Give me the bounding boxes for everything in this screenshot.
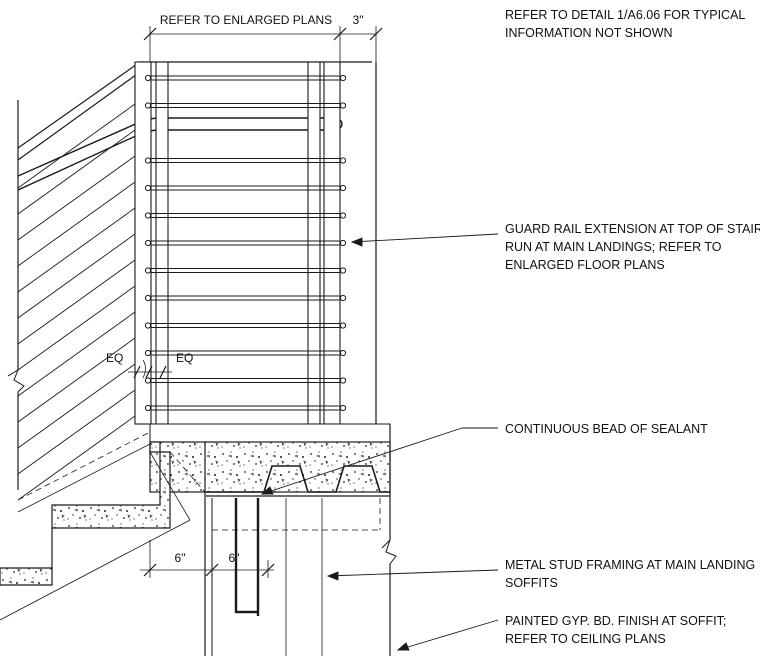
note-metal-stud-framing: METAL STUD FRAMING AT MAIN LANDING SOFFI… (505, 556, 755, 592)
note-guard-rail-extension: GUARD RAIL EXTENSION AT TOP OF STAIR RUN… (505, 220, 760, 274)
note-sealant: CONTINUOUS BEAD OF SEALANT (505, 420, 708, 438)
cable-fitting (339, 157, 347, 164)
leader-lines (260, 233, 499, 651)
note-line: RUN AT MAIN LANDINGS; REFER TO (505, 240, 722, 254)
note-line: PAINTED GYP. BD. FINISH AT SOFFIT; (505, 614, 727, 628)
cable-fitting (144, 74, 152, 82)
note-line: ENLARGED FLOOR PLANS (505, 258, 665, 272)
note-gyp-bd-finish: PAINTED GYP. BD. FINISH AT SOFFIT; REFER… (505, 612, 726, 648)
dim-eq-left-label: EQ (106, 351, 123, 365)
cable-fitting (144, 267, 152, 274)
cable-fitting (144, 102, 152, 109)
guard-rail-cables (144, 74, 347, 412)
cable-fitting (144, 212, 152, 219)
cable-fitting (144, 157, 152, 164)
cable-fitting (339, 212, 347, 219)
cable-fitting (144, 184, 152, 192)
note-line: CONTINUOUS BEAD OF SEALANT (505, 422, 708, 436)
dim-top-span-label: REFER TO ENLARGED PLANS (160, 13, 332, 27)
landing-slab (149, 423, 391, 497)
cable-fitting (339, 349, 347, 357)
dim-top-offset-label: 3" (353, 13, 364, 27)
cable-fitting (144, 322, 152, 329)
note-line: METAL STUD FRAMING AT MAIN LANDING (505, 558, 756, 572)
stair-treads (0, 441, 206, 621)
bottom-dimension: 6" 6" (140, 540, 275, 578)
cable-fitting (144, 404, 152, 412)
cable-fitting (339, 184, 347, 192)
note-line: REFER TO CEILING PLANS (505, 632, 666, 646)
cable-fitting (339, 377, 347, 384)
cable-fitting (339, 322, 347, 329)
cable-fitting (144, 377, 152, 384)
dim-eq-right-label: EQ (176, 351, 193, 365)
soffit-framing (204, 62, 397, 656)
cable-fitting (339, 239, 347, 247)
dim-bottom-left-label: 6" (175, 551, 186, 565)
note-line: REFER TO DETAIL 1/A6.06 FOR TYPICAL (505, 8, 746, 22)
cable-fitting (339, 267, 347, 274)
dim-bottom-right-label: 6" (229, 551, 240, 565)
note-line: INFORMATION NOT SHOWN (505, 26, 673, 40)
note-line: SOFFITS (505, 576, 558, 590)
eq-dimension: EQ EQ (106, 351, 193, 379)
cable-fitting (339, 74, 347, 82)
note-line: GUARD RAIL EXTENSION AT TOP OF STAIR (505, 222, 760, 236)
cable-fitting (144, 294, 152, 302)
cable-fitting (339, 102, 347, 109)
cable-fitting (144, 239, 152, 247)
cable-fitting (339, 404, 347, 412)
cable-fitting (339, 294, 347, 302)
guard-posts (134, 61, 341, 425)
top-dimension: REFER TO ENLARGED PLANS 3" (143, 13, 383, 62)
cable-fitting (144, 349, 152, 357)
note-detail-reference: REFER TO DETAIL 1/A6.06 FOR TYPICAL INFO… (505, 6, 745, 42)
